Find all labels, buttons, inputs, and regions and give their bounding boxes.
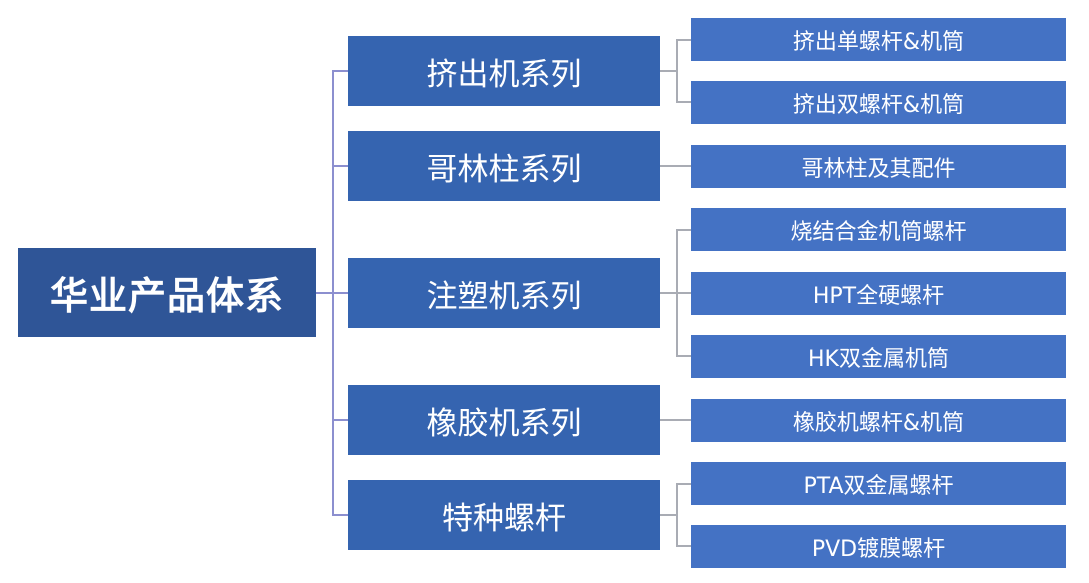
product-label: 烧结合金机筒螺杆 — [790, 219, 967, 245]
sub-connector — [660, 165, 691, 167]
root-connector — [316, 292, 333, 294]
sub-connector — [676, 355, 691, 357]
branch-connector-1 — [332, 70, 348, 72]
product-node: HK双金属机筒 — [691, 335, 1066, 378]
product-node: 挤出双螺杆&机筒 — [691, 81, 1066, 124]
sub-connector — [660, 419, 691, 421]
product-label: 橡胶机螺杆&机筒 — [792, 410, 965, 436]
product-label: 挤出单螺杆&机筒 — [792, 29, 965, 55]
product-node: HPT全硬螺杆 — [691, 272, 1066, 315]
category-node-tie-bar: 哥林柱系列 — [348, 131, 660, 201]
product-node: 烧结合金机筒螺杆 — [691, 208, 1066, 251]
category-label: 橡胶机系列 — [426, 405, 582, 442]
product-label: HPT全硬螺杆 — [812, 283, 945, 309]
category-label: 挤出机系列 — [426, 56, 582, 93]
sub-connector — [676, 292, 691, 294]
product-node: 橡胶机螺杆&机筒 — [691, 399, 1066, 442]
product-label: PTA双金属螺杆 — [803, 473, 954, 499]
product-node: PTA双金属螺杆 — [691, 462, 1066, 505]
sub-connector — [676, 545, 691, 547]
sub-connector — [660, 292, 677, 294]
category-label: 哥林柱系列 — [426, 151, 582, 188]
product-label: 哥林柱及其配件 — [801, 156, 956, 182]
category-label: 注塑机系列 — [426, 278, 582, 315]
product-label: 挤出双螺杆&机筒 — [792, 92, 965, 118]
sub-connector — [660, 70, 677, 72]
root-node: 华业产品体系 — [18, 248, 316, 337]
sub-connector — [676, 39, 691, 41]
branch-connector-2 — [332, 165, 348, 167]
category-node-special-screw: 特种螺杆 — [348, 480, 660, 550]
product-node: 挤出单螺杆&机筒 — [691, 18, 1066, 61]
root-label: 华业产品体系 — [49, 274, 284, 318]
branch-connector-3 — [332, 292, 348, 294]
category-node-injection: 注塑机系列 — [348, 258, 660, 328]
product-node: PVD镀膜螺杆 — [691, 525, 1066, 568]
sub-connector — [676, 229, 691, 231]
sub-connector — [676, 483, 691, 485]
sub-connector — [676, 101, 691, 103]
category-node-rubber: 橡胶机系列 — [348, 385, 660, 455]
sub-trunk — [676, 39, 678, 102]
branch-connector-5 — [332, 514, 348, 516]
product-node: 哥林柱及其配件 — [691, 145, 1066, 188]
sub-trunk — [676, 483, 678, 547]
sub-connector — [660, 514, 677, 516]
branch-connector-4 — [332, 419, 348, 421]
product-label: HK双金属机筒 — [808, 346, 949, 372]
category-label: 特种螺杆 — [442, 500, 566, 537]
category-node-extruder: 挤出机系列 — [348, 36, 660, 106]
product-label: PVD镀膜螺杆 — [811, 536, 946, 562]
